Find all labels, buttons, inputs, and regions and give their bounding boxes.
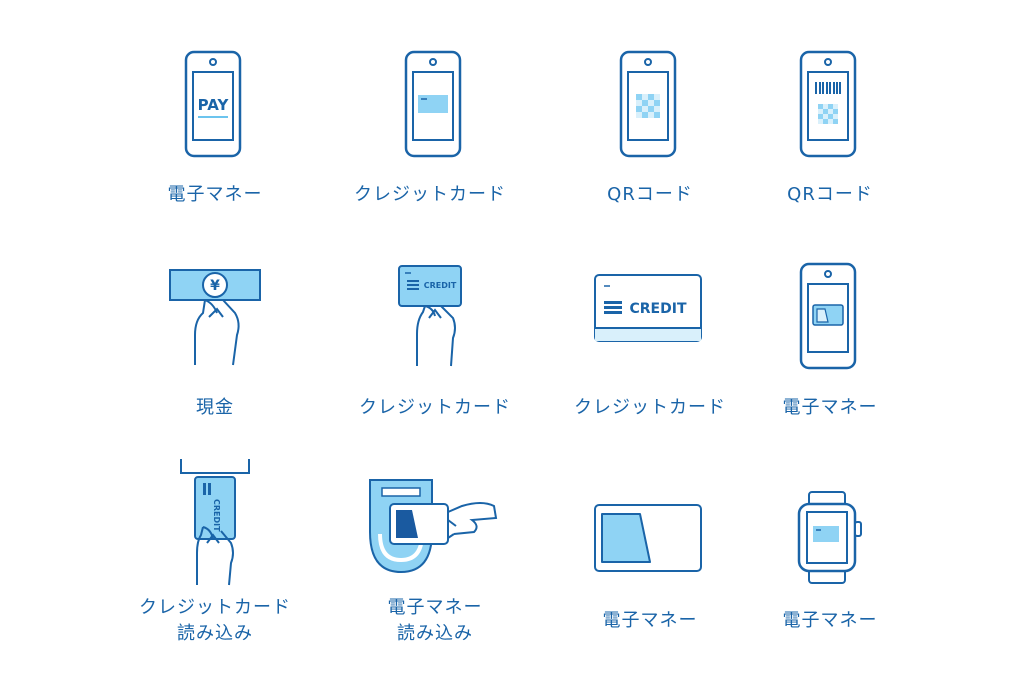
label-credit-card-3: クレジットカード [574, 397, 726, 418]
cash-yen-hand-icon: ¥ [169, 269, 261, 366]
label-line1: 電子マネー [387, 597, 483, 618]
smartphone-qr-icon [619, 50, 677, 158]
ic-card-tap-reader-icon [369, 479, 498, 574]
label-electronic-money-4: 電子マネー [782, 610, 878, 631]
label-electronic-money: 電子マネー [167, 184, 263, 205]
label-qr-code: QRコード [607, 184, 693, 205]
smartphone-pay-icon: PAY [184, 50, 242, 158]
smartphone-barcode-qr-icon [799, 50, 857, 158]
credit-text-3: CREDIT [212, 499, 221, 532]
ic-card-icon [594, 504, 702, 572]
label-cash: 現金 [196, 397, 234, 418]
smartphone-ic-card-icon [799, 262, 857, 370]
smartphone-card-icon [404, 50, 462, 158]
label-line2: 読み込み [177, 623, 253, 644]
label-line2: 読み込み [397, 623, 473, 644]
label-electronic-money-3: 電子マネー [602, 610, 698, 631]
label-credit-card: クレジットカード [354, 184, 506, 205]
label-credit-card-read: クレジットカード 読み込み [120, 595, 310, 647]
credit-text: CREDIT [424, 281, 457, 290]
pay-text: PAY [198, 96, 230, 114]
hand-credit-card-icon: CREDIT [398, 265, 462, 367]
label-line1: クレジットカード [139, 597, 291, 618]
credit-text-2: CREDIT [630, 301, 687, 317]
label-credit-card-2: クレジットカード [359, 397, 511, 418]
credit-card-icon: CREDIT [594, 274, 702, 342]
card-insert-reader-icon: CREDIT [180, 459, 250, 586]
yen-symbol: ¥ [210, 278, 220, 294]
label-electronic-money-2: 電子マネー [782, 397, 878, 418]
label-qr-code-2: QRコード [787, 184, 873, 205]
smartwatch-icon [797, 491, 862, 584]
label-electronic-money-read: 電子マネー 読み込み [340, 595, 530, 647]
